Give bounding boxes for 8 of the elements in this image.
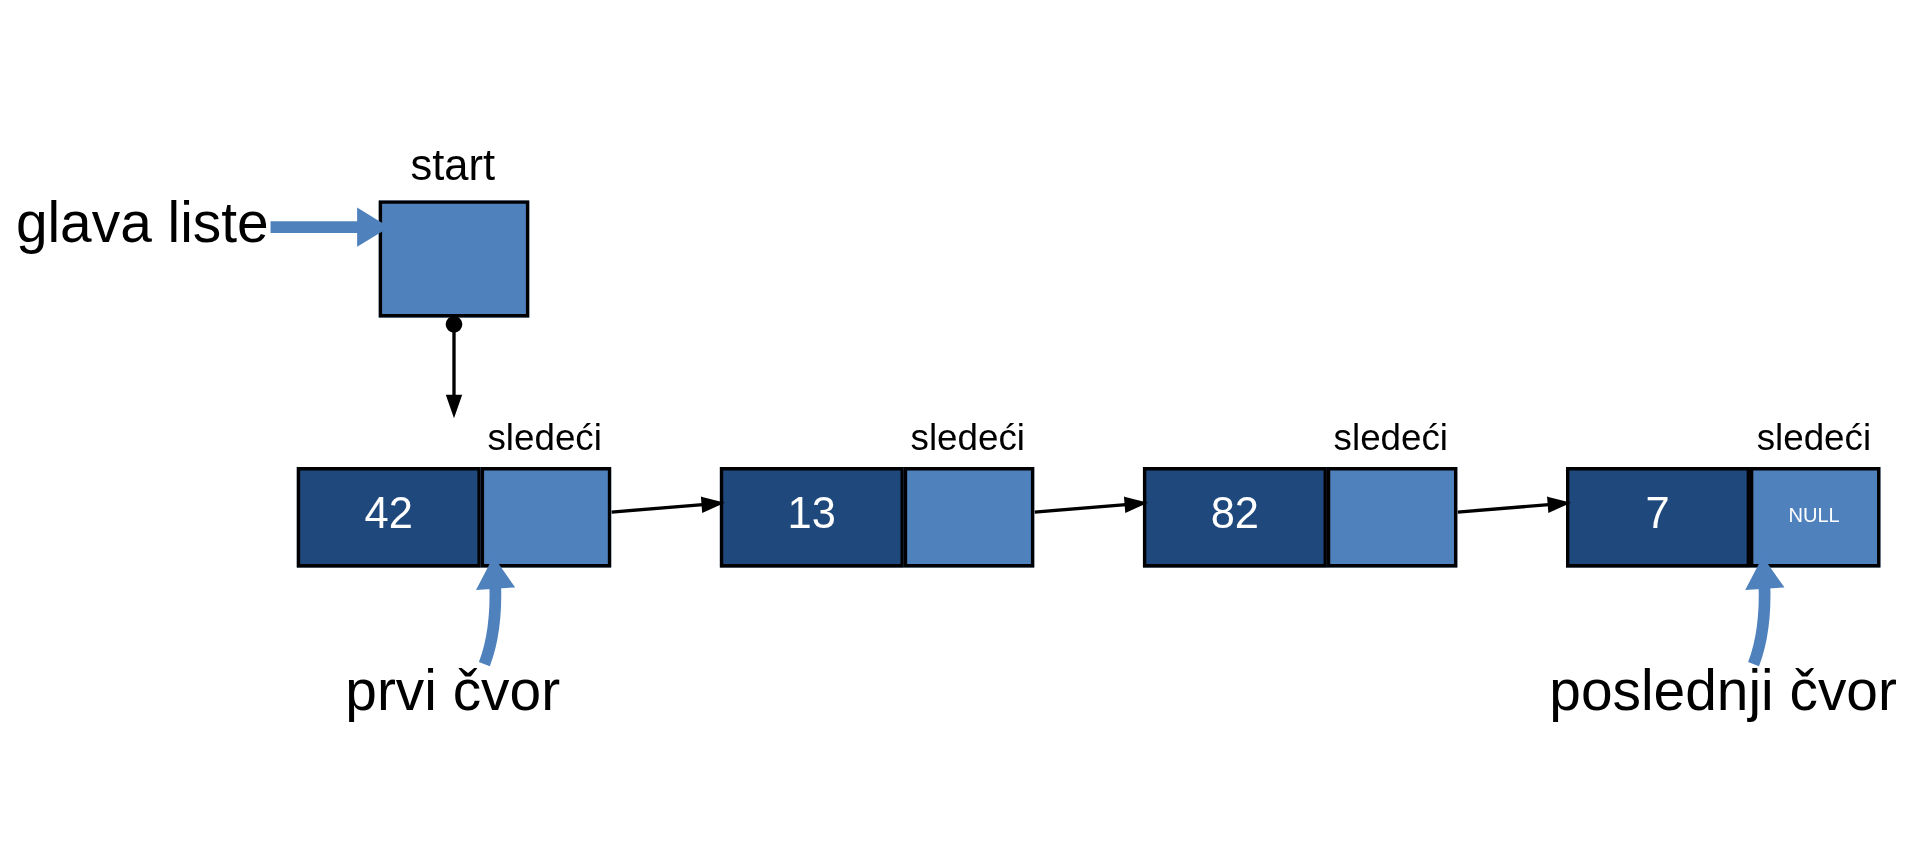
- node-label: sledeći: [487, 416, 602, 458]
- node-label: sledeći: [910, 416, 1025, 458]
- node-label: sledeći: [1333, 416, 1449, 458]
- node-text: prvi čvor: [345, 658, 561, 722]
- node-text: glava liste: [15, 190, 269, 254]
- node-label: start: [410, 140, 496, 189]
- node-text: poslednji čvor: [1549, 658, 1897, 722]
- node-label: sledeći: [1756, 416, 1872, 458]
